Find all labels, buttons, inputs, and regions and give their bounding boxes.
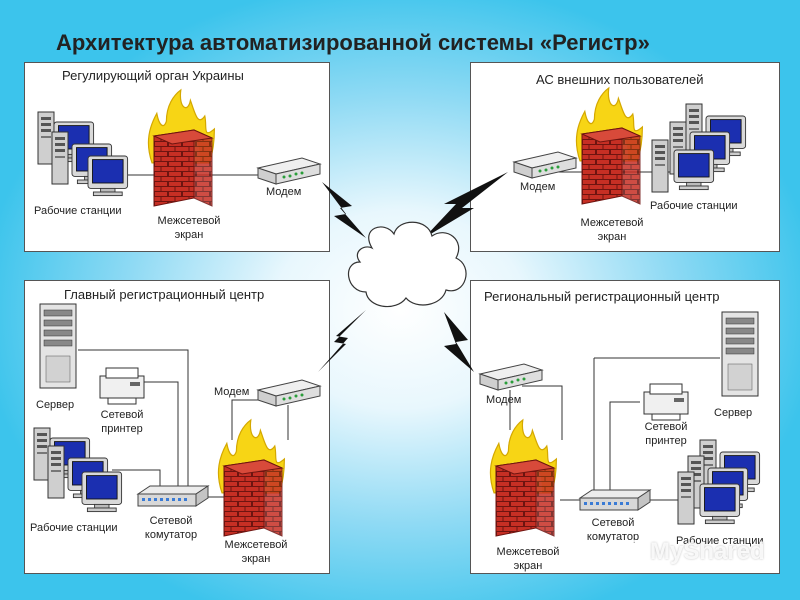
switch-icon	[579, 489, 651, 511]
server-icon	[721, 311, 759, 397]
label-server: Сервер	[714, 407, 753, 419]
workstation-group-icon	[677, 439, 761, 525]
label-modem: Модем	[214, 386, 250, 398]
panel-title-external-users: АС внешних пользователей	[536, 72, 704, 87]
modem-icon	[257, 379, 321, 407]
switch-icon	[137, 485, 209, 507]
server-icon	[39, 303, 77, 389]
lightning-link-bottom-right	[444, 312, 474, 372]
modem-icon	[513, 151, 577, 179]
label-workstations: Рабочие станции	[650, 200, 738, 212]
lightning-link-bottom-left	[318, 310, 366, 372]
label-server: Сервер	[36, 399, 75, 411]
internet-cloud	[347, 221, 467, 308]
lightning-link-top-left	[322, 182, 366, 238]
workstation-group-icon	[33, 427, 123, 513]
label-printer: Сетевой принтер	[100, 409, 144, 435]
label-firewall: Межсетевой экран	[496, 546, 560, 572]
label-switch: Сетевой комутатор	[144, 515, 198, 541]
firewall-icon	[147, 89, 216, 215]
label-modem: Модем	[266, 186, 302, 198]
label-workstations: Рабочие станции	[34, 205, 122, 217]
label-printer: Сетевой принтер	[644, 421, 688, 447]
panel-title-regulator: Регулирующий орган Украины	[62, 68, 244, 83]
firewall-icon	[217, 419, 286, 545]
watermark: MyShared	[650, 538, 765, 565]
page-title: Архитектура автоматизированной системы «…	[56, 30, 650, 55]
label-firewall: Межсетевой экран	[224, 539, 288, 565]
label-modem: Модем	[520, 181, 556, 193]
workstation-group-icon	[651, 103, 747, 193]
label-firewall: Межсетевой экран	[580, 217, 644, 243]
watermark-logo-icon	[616, 540, 642, 566]
printer-icon	[643, 383, 689, 421]
label-workstations: Рабочие станции	[676, 535, 764, 547]
label-firewall: Межсетевой экран	[157, 215, 221, 241]
workstation-group-icon	[37, 111, 129, 197]
label-workstations: Рабочие станции	[30, 522, 118, 534]
label-modem: Модем	[486, 394, 522, 406]
firewall-icon	[489, 419, 558, 545]
panel-title-main-center: Главный регистрационный центр	[64, 287, 265, 302]
printer-icon	[99, 367, 145, 405]
modem-icon	[257, 157, 321, 185]
firewall-icon	[575, 87, 644, 213]
panel-title-regional-center: Региональный регистрационный центр	[484, 289, 720, 304]
lightning-link-top-right	[424, 172, 508, 238]
